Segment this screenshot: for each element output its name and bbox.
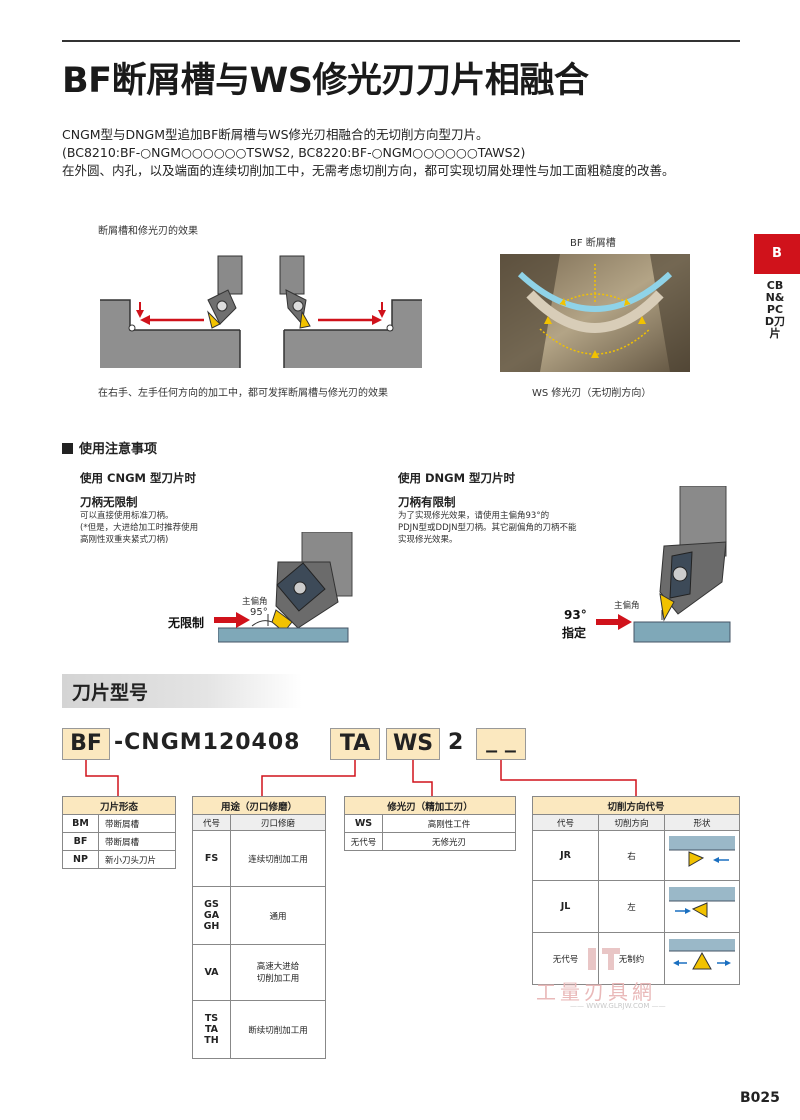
table-row: JR 右 — [532, 830, 740, 881]
top-rule — [62, 40, 740, 42]
table-row: TS TA TH 断续切削加工用 — [192, 1000, 326, 1059]
section-tab-label: CBN&PCD刀片 — [764, 279, 786, 340]
watermark-text: 工量刃具網 — [536, 980, 656, 1004]
left-hand-insert-icon — [669, 887, 735, 918]
direction-table-title: 切削方向代号 — [532, 796, 740, 815]
dngm-holder-diagram — [633, 486, 731, 643]
code-part-direction: _ _ — [476, 728, 526, 760]
shape-table: 刀片形态 BM 带断屑槽 BF 带断屑槽 NP 新小刀头刀片 — [62, 796, 176, 869]
red-arrow-icon — [596, 614, 632, 630]
usage-table: 用途（刃口修磨） 代号 刃口修磨 FS 连续切削加工用 GS GA GH 通用 … — [192, 796, 326, 1059]
wiper-table-title: 修光刃（精加工刃） — [344, 796, 516, 815]
table-row: FS 连续切削加工用 — [192, 830, 326, 887]
direction-table: 切削方向代号 代号 切削方向 形状 JR 右 JL 左 — [532, 796, 740, 985]
code-part-bf: BF — [62, 728, 110, 760]
cngm-angle-label: 主偏角 — [242, 597, 268, 607]
square-bullet-icon — [62, 443, 73, 454]
code-part-ws: WS — [386, 728, 440, 760]
code-connectors — [85, 760, 637, 796]
intro-text: CNGM型与DNGM型追加BF断屑槽与WS修光刃相融合的无切削方向型刀片。 (B… — [62, 126, 675, 180]
neutral-insert-icon — [669, 939, 735, 970]
intro-line-2: (BC8210:BF-○NGM○○○○○○TSWS2, BC8220:BF-○N… — [62, 145, 526, 160]
cngm-subheading: 刀柄无限制 — [80, 495, 138, 509]
dngm-angle-value: 93° — [564, 608, 587, 622]
table-row: BM 带断屑槽 — [62, 814, 176, 833]
notes-section-title: 使用注意事项 — [62, 438, 157, 457]
dngm-angle-label: 主偏角 — [614, 601, 640, 611]
watermark-url: —— WWW.GLRJW.COM —— — [570, 1002, 666, 1010]
bf-chipbreaker-label: BF 断屑槽 — [570, 238, 616, 249]
effect-caption: 在右手、左手任何方向的加工中，都可发挥断屑槽与修光刃的效果 — [98, 388, 388, 399]
table-row: WS 高刚性工件 — [344, 814, 516, 833]
table-row: GS GA GH 通用 — [192, 886, 326, 945]
ws-wiper-label: WS 修光刃（无切削方向） — [532, 388, 652, 399]
cngm-notes: 可以直接使用标准刀柄。 (*但是，大进给加工时推荐使用 高刚性双重夹紧式刀柄) — [80, 511, 199, 545]
code-part-ta: TA — [330, 728, 380, 760]
section-tab[interactable]: B — [754, 234, 800, 274]
page-number: B025 — [740, 1090, 780, 1106]
direction-shape-right — [664, 830, 740, 881]
table-row: 无代号 无修光刃 — [344, 832, 516, 851]
right-hand-insert-icon — [669, 836, 735, 867]
dngm-heading: 使用 DNGM 型刀片时 — [398, 471, 516, 485]
shape-table-title: 刀片形态 — [62, 796, 176, 815]
effect-diagram — [100, 255, 422, 368]
watermark-logo-icon — [588, 948, 620, 970]
table-row: VA 高速大进给 切削加工用 — [192, 944, 326, 1001]
direction-shape-left — [664, 880, 740, 933]
usage-table-title: 用途（刃口修磨） — [192, 796, 326, 815]
specified-tag: 指定 — [562, 626, 587, 640]
cngm-heading: 使用 CNGM 型刀片时 — [80, 471, 196, 485]
red-arrow-icon — [214, 612, 250, 628]
cngm-holder-diagram — [218, 532, 353, 643]
dngm-subheading: 刀柄有限制 — [398, 495, 456, 509]
intro-line-1: CNGM型与DNGM型追加BF断屑槽与WS修光刃相融合的无切削方向型刀片。 — [62, 127, 489, 142]
code-part-body: -CNGM120408 — [114, 730, 301, 755]
table-row: NP 新小刀头刀片 — [62, 850, 176, 869]
cngm-angle-value: 95° — [250, 607, 268, 618]
intro-line-3: 在外圆、内孔，以及端面的连续切削加工中，无需考虑切削方向，都可实现切屑处理性与加… — [62, 163, 675, 178]
wiper-table: 修光刃（精加工刃） WS 高刚性工件 无代号 无修光刃 — [344, 796, 516, 851]
direction-shape-neutral — [664, 932, 740, 985]
code-part-num: 2 — [448, 730, 465, 755]
table-row: JL 左 — [532, 880, 740, 933]
table-row: BF 带断屑槽 — [62, 832, 176, 851]
insert-photo — [500, 254, 690, 372]
effect-title: 断屑槽和修光刃的效果 — [98, 226, 198, 237]
model-section-title: 刀片型号 — [72, 682, 149, 704]
no-restriction-tag: 无限制 — [168, 616, 205, 630]
dngm-notes: 为了实现修光效果，请使用主偏角93°的 PDJN型或DDJN型刀柄。其它副偏角的… — [398, 511, 577, 545]
model-section-band — [62, 674, 302, 708]
page-title: BF断屑槽与WS修光刃刀片相融合 — [62, 61, 589, 101]
